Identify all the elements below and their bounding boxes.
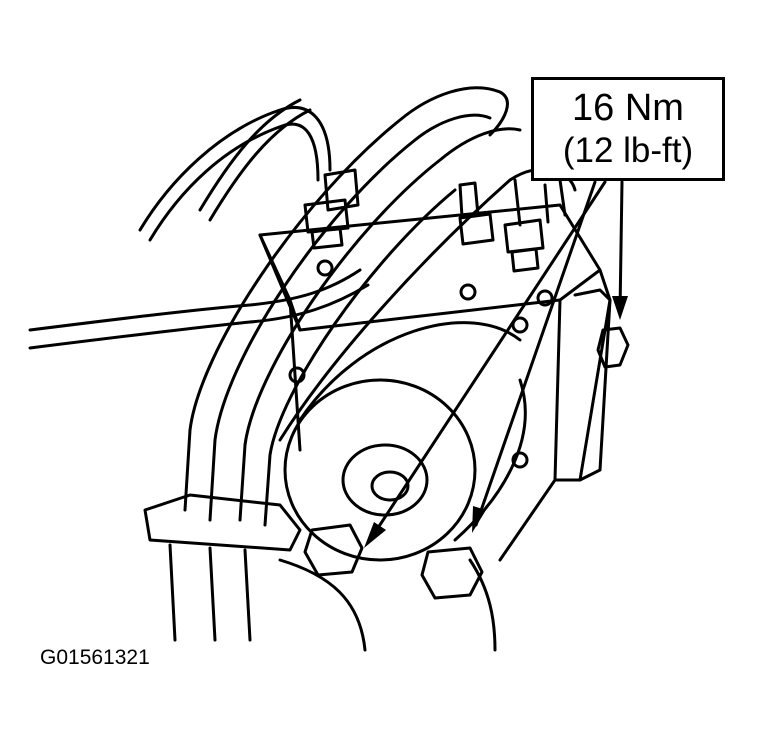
torque-imperial-label: (12 lb-ft) xyxy=(562,131,694,170)
left-brake-lines xyxy=(30,100,368,348)
torque-spec-callout: 16 Nm (12 lb-ft) xyxy=(531,77,725,181)
torque-metric-label: 16 Nm xyxy=(572,87,684,129)
figure-id-label: G01561321 xyxy=(40,646,150,669)
arrowheads xyxy=(364,296,628,548)
valve-body xyxy=(260,205,610,560)
pump-motor xyxy=(285,323,525,560)
left-tube-fittings xyxy=(305,170,358,248)
mounting-bolts xyxy=(305,328,628,598)
mounting-bracket xyxy=(145,290,610,650)
right-tube-fittings xyxy=(460,180,565,271)
torque-leader-arrows xyxy=(370,182,622,540)
